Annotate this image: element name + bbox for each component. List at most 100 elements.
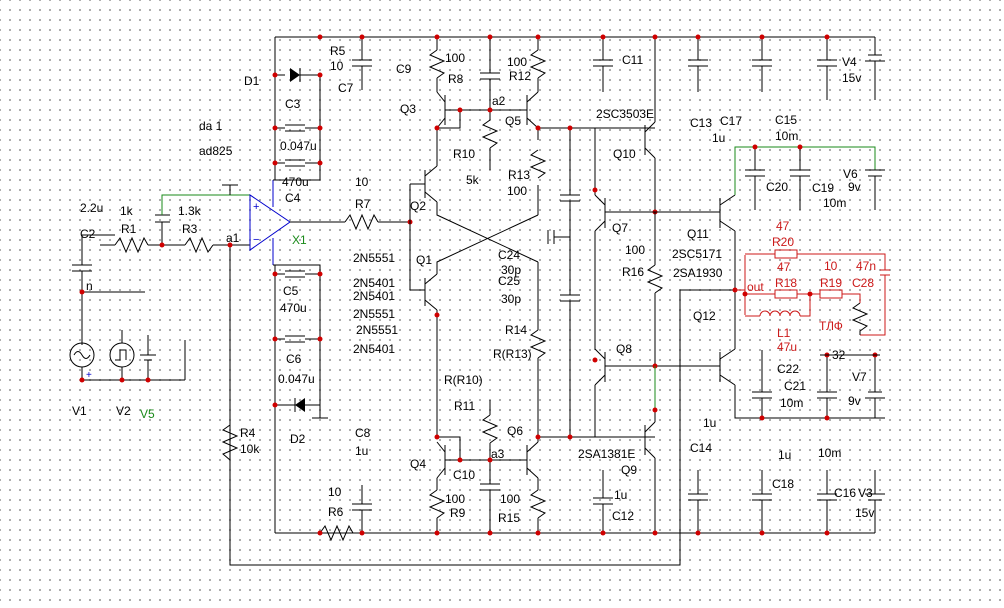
opamp-x1: + −	[249, 180, 413, 265]
r9-r15-bottom	[428, 312, 547, 536]
svg-text:10: 10	[328, 485, 342, 499]
svg-text:C4: C4	[285, 191, 301, 205]
input-stage	[72, 184, 250, 345]
svg-text:Q12: Q12	[693, 309, 716, 323]
svg-text:2N5401: 2N5401	[353, 276, 395, 290]
output-neg-supply	[752, 350, 885, 421]
svg-text:R8: R8	[448, 72, 464, 86]
svg-text:Q4: Q4	[410, 457, 426, 471]
svg-text:C19: C19	[812, 181, 834, 195]
svg-text:1u: 1u	[355, 444, 368, 458]
svg-text:R16: R16	[622, 265, 644, 279]
svg-text:C6: C6	[286, 352, 302, 366]
svg-text:V6: V6	[843, 167, 858, 181]
svg-text:Q3: Q3	[400, 102, 416, 116]
svg-text:V7: V7	[852, 370, 867, 384]
svg-text:C9: C9	[396, 62, 412, 76]
svg-text:C7: C7	[338, 81, 354, 95]
svg-text:R1: R1	[121, 222, 137, 236]
svg-text:C17: C17	[720, 114, 742, 128]
svg-text:R(R10): R(R10)	[444, 373, 483, 387]
output-pos-supply-2	[745, 144, 885, 210]
svg-text:5k: 5k	[466, 173, 480, 187]
svg-text:Q1: Q1	[416, 253, 432, 267]
svg-text:V1: V1	[72, 404, 87, 418]
output-pos-supply	[688, 34, 885, 100]
svg-text:2N5551: 2N5551	[353, 251, 395, 265]
svg-text:a3: a3	[491, 447, 505, 461]
svg-text:D1: D1	[244, 74, 260, 88]
svg-text:C18: C18	[772, 477, 794, 491]
svg-text:R11: R11	[454, 399, 475, 413]
svg-text:D2: D2	[290, 432, 306, 446]
input-ground	[79, 340, 186, 383]
svg-text:2N5551: 2N5551	[353, 307, 395, 321]
svg-text:10k: 10k	[240, 442, 260, 456]
svg-text:Q8: Q8	[616, 342, 632, 356]
svg-text:Q10: Q10	[613, 147, 636, 161]
transistor-q12	[719, 287, 885, 419]
source-v2	[109, 330, 135, 380]
svg-text:R12: R12	[509, 69, 531, 83]
svg-text:1u: 1u	[614, 488, 627, 502]
negative-rail	[275, 515, 876, 534]
svg-text:C5: C5	[283, 284, 299, 298]
svg-text:2N5551: 2N5551	[356, 323, 398, 337]
svg-text:R15: R15	[498, 511, 520, 525]
svg-text:R3: R3	[182, 222, 198, 236]
svg-text:9v: 9v	[848, 394, 861, 408]
output-network	[735, 249, 890, 336]
svg-text:R6: R6	[328, 505, 344, 519]
svg-text:470u: 470u	[282, 175, 309, 189]
svg-text:R20: R20	[772, 235, 794, 249]
svg-text:C14: C14	[690, 441, 712, 455]
svg-text:C16: C16	[834, 486, 856, 500]
svg-text:L1: L1	[777, 326, 791, 340]
svg-text:100: 100	[445, 51, 465, 65]
svg-text:R5: R5	[330, 44, 346, 58]
svg-text:out: out	[747, 280, 764, 294]
svg-text:C2: C2	[80, 227, 96, 241]
svg-text:C21: C21	[784, 379, 806, 393]
opamp-neg-supply	[272, 264, 328, 533]
svg-text:C3: C3	[285, 97, 301, 111]
opamp-name: da 1	[199, 119, 223, 133]
transistor-q7	[592, 128, 720, 350]
svg-text:a2: a2	[492, 94, 506, 108]
svg-text:1k: 1k	[120, 204, 134, 218]
svg-text:Q5: Q5	[505, 114, 521, 128]
svg-text:n: n	[86, 279, 93, 293]
svg-text:10: 10	[824, 259, 838, 273]
svg-text:47u: 47u	[777, 340, 797, 354]
svg-text:C20: C20	[766, 180, 788, 194]
r16-resistor	[646, 212, 664, 369]
svg-text:10: 10	[355, 175, 369, 189]
svg-text:−: −	[253, 234, 259, 246]
svg-text:V3: V3	[858, 486, 873, 500]
source-v1: +	[69, 335, 95, 381]
svg-text:R4: R4	[240, 426, 256, 440]
svg-text:R(R13): R(R13)	[493, 347, 532, 361]
svg-text:15v: 15v	[842, 71, 861, 85]
svg-text:1u: 1u	[703, 416, 716, 430]
svg-text:ТЛФ: ТЛФ	[819, 319, 843, 333]
transistor-q3	[436, 91, 461, 140]
c11-c12	[593, 34, 658, 536]
svg-text:C11: C11	[622, 53, 643, 67]
transistor-q1	[410, 273, 438, 435]
svg-text:R9: R9	[450, 506, 466, 520]
cross-wires	[436, 185, 539, 330]
svg-text:C22: C22	[777, 362, 799, 376]
svg-text:2SA1381E: 2SA1381E	[578, 447, 635, 461]
svg-text:2SA1930: 2SA1930	[673, 266, 723, 280]
svg-text:0.047u: 0.047u	[280, 139, 317, 153]
feedback-wire	[229, 245, 740, 566]
load-resistor	[851, 302, 869, 335]
svg-text:1u: 1u	[712, 131, 725, 145]
svg-text:C10: C10	[453, 468, 475, 482]
svg-text:C28: C28	[852, 276, 874, 290]
source-v5	[140, 335, 156, 380]
svg-text:47n: 47n	[856, 259, 876, 273]
svg-text:2.2u: 2.2u	[80, 201, 103, 215]
bottom-supply	[688, 470, 885, 536]
